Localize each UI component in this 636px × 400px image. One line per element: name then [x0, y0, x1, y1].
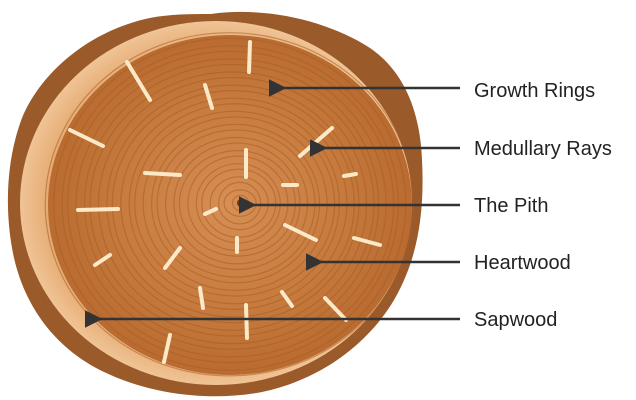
growth-ring: [142, 116, 328, 292]
pith: [237, 199, 245, 207]
growth-ring: [178, 149, 296, 257]
heartwood: [48, 35, 412, 375]
growth-ring: [151, 123, 321, 284]
growth-ring: [218, 181, 262, 225]
growth-ring: [173, 142, 301, 265]
growth-ring: [209, 176, 269, 231]
medullary-rays: [68, 40, 382, 364]
label-heartwood: Heartwood: [474, 252, 571, 274]
growth-ring: [134, 110, 336, 297]
label-growth-rings: Growth Rings: [474, 80, 596, 102]
growth-ring: [164, 136, 309, 271]
label-sapwood: Sapwood: [474, 309, 558, 331]
pointer-arrows: [85, 79, 460, 328]
growth-ring: [156, 129, 316, 278]
label-the-pith: The Pith: [474, 195, 549, 217]
label-medullary-rays: Medullary Rays: [474, 138, 612, 160]
